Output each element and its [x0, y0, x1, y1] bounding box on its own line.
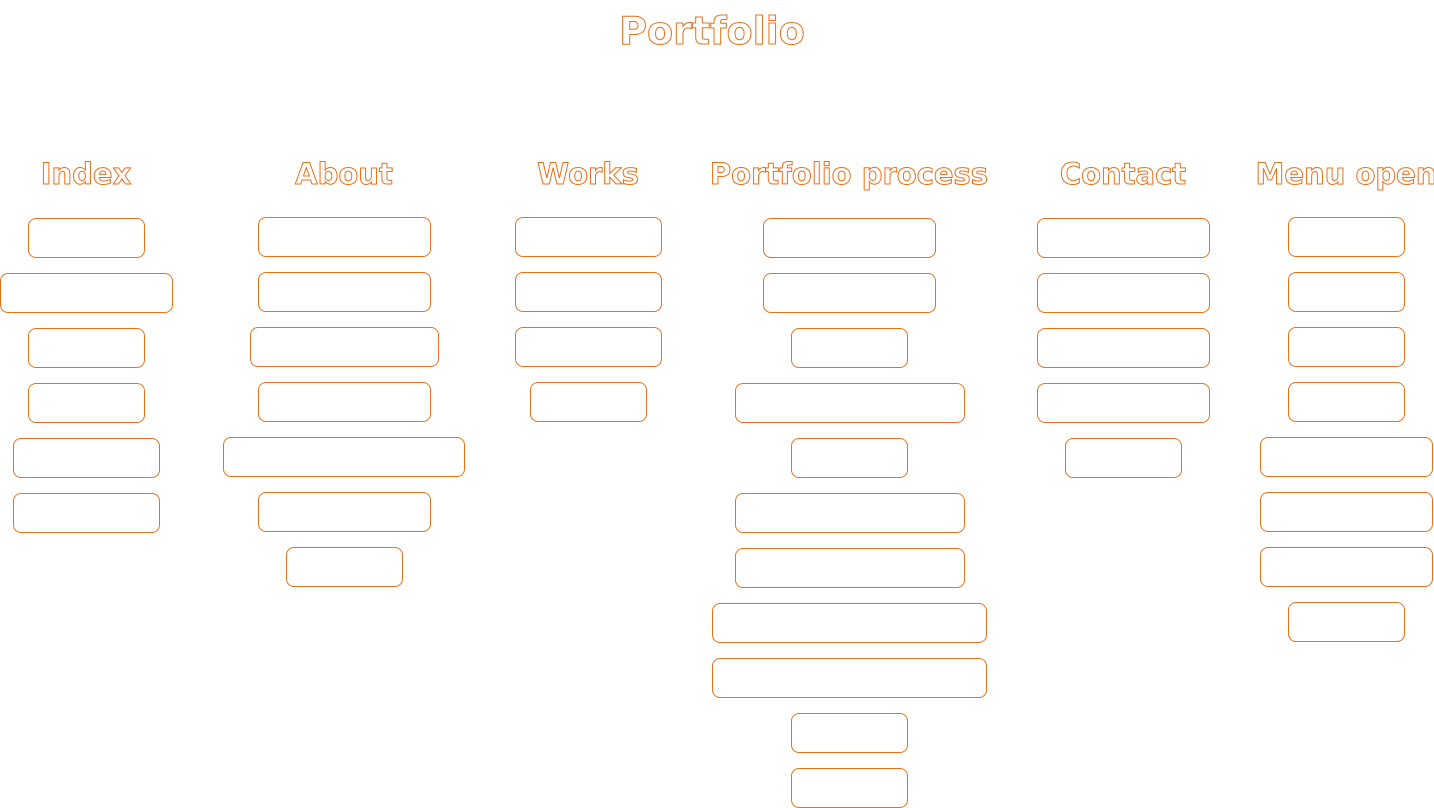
page-block [258, 382, 431, 422]
page-block [1288, 217, 1405, 257]
column-title-about: About [295, 157, 394, 191]
page-block [1037, 218, 1210, 258]
page-block [223, 437, 465, 477]
page-block [530, 382, 647, 422]
column-title-works: Works [537, 157, 640, 191]
column-title-menu-open: Menu open [1255, 157, 1434, 191]
page-block [1260, 547, 1433, 587]
page-block [1288, 382, 1405, 422]
page-block [1288, 327, 1405, 367]
page-block [1037, 383, 1210, 423]
page-block [763, 273, 936, 313]
page-block [13, 438, 160, 478]
page-block [28, 383, 145, 423]
page-block [1288, 272, 1405, 312]
page-block [735, 493, 965, 533]
page-block [515, 327, 662, 367]
page-block [258, 492, 431, 532]
page-block [712, 603, 987, 643]
page-block [258, 272, 431, 312]
page-block [13, 493, 160, 533]
column-title-portfolio-process: Portfolio process [709, 157, 989, 191]
page-block [1065, 438, 1182, 478]
page-block [1288, 602, 1405, 642]
page-block [791, 713, 908, 753]
page-block [763, 218, 936, 258]
page-block [258, 217, 431, 257]
page-block [250, 327, 439, 367]
page-block [1260, 492, 1433, 532]
page-block [791, 328, 908, 368]
page-block [712, 658, 987, 698]
page-block [1260, 437, 1433, 477]
page-block [1037, 328, 1210, 368]
page-title: Portfolio [619, 9, 806, 53]
page-block [735, 548, 965, 588]
column-title-contact: Contact [1059, 157, 1187, 191]
page-block [735, 383, 965, 423]
page-block [28, 218, 145, 258]
page-block [791, 438, 908, 478]
column-title-index: Index [40, 157, 132, 191]
page-block [28, 328, 145, 368]
page-block [515, 217, 662, 257]
page-block [791, 768, 908, 808]
page-block [0, 273, 173, 313]
page-block [1037, 273, 1210, 313]
page-block [286, 547, 403, 587]
page-block [515, 272, 662, 312]
